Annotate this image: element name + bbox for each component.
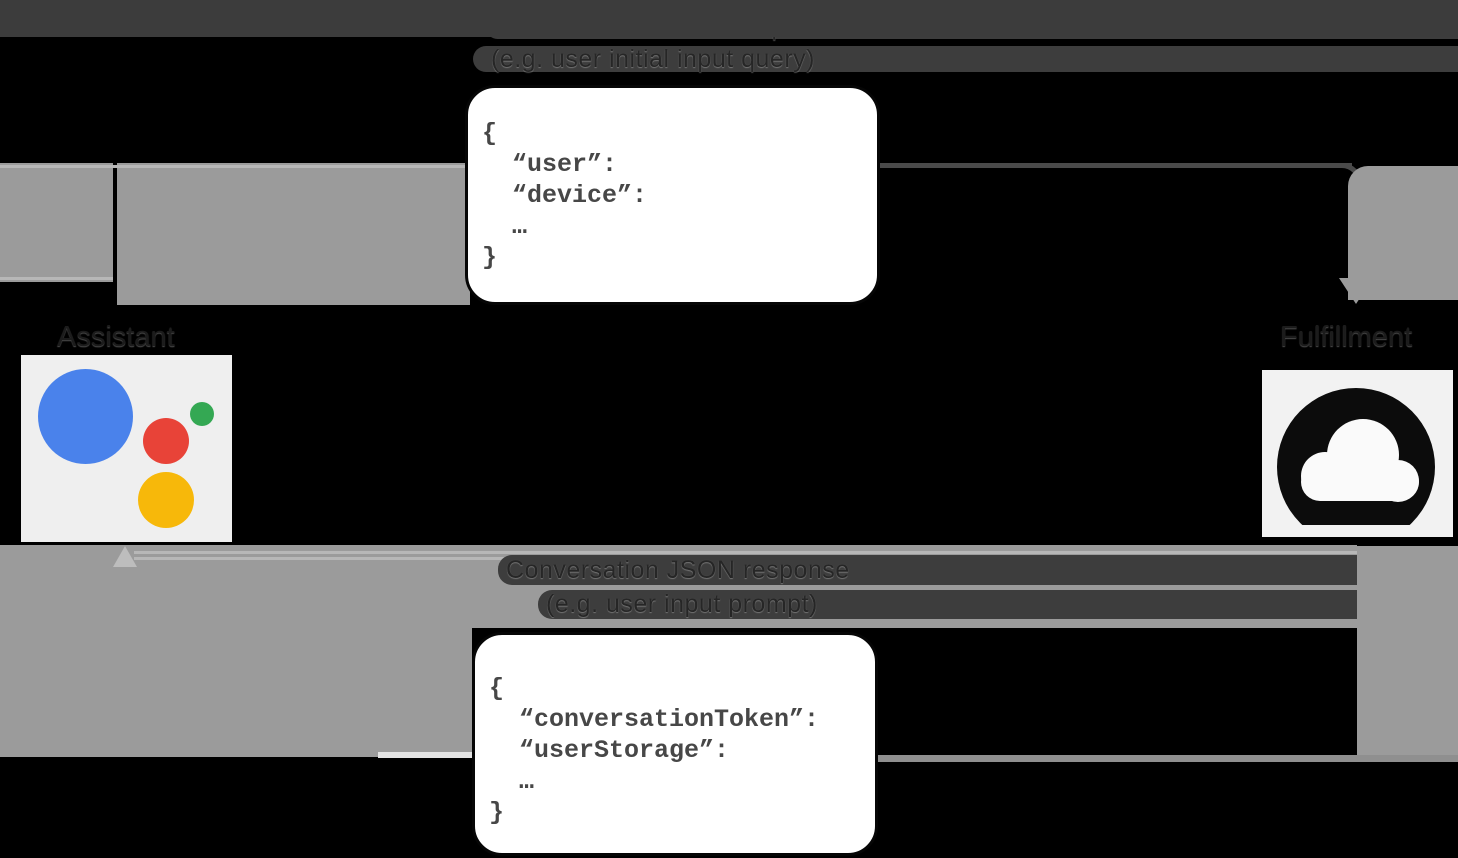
assistant-label: Assistant (57, 321, 175, 353)
response-arrow-bottom-edge-right (878, 755, 1458, 762)
request-title-band-2: (e.g. user initial input query) (473, 44, 1458, 73)
cloud-icon (1277, 388, 1435, 525)
request-code-line: “device”: (512, 181, 648, 210)
response-title-line1: Conversation JSON response (506, 555, 850, 584)
response-code-line: “conversationToken”: (519, 705, 820, 734)
response-code-line: “userStorage”: (519, 736, 730, 765)
request-arrow-highlight-bottom (0, 277, 113, 280)
assistant-blue-circle (38, 369, 133, 464)
assistant-node-box (21, 355, 232, 542)
response-title-line2: (e.g. user input prompt) (546, 590, 818, 618)
request-arrow-segment-mid (117, 163, 470, 305)
request-code-line: } (482, 243, 498, 272)
fulfillment-node-box (1262, 370, 1453, 537)
request-arrow-segment-right (1348, 166, 1458, 300)
assistant-yellow-circle (138, 472, 194, 528)
assistant-green-circle (190, 402, 214, 426)
response-title-band-1: Conversation JSON response (498, 555, 1357, 585)
response-arrowhead-icon (113, 546, 137, 567)
response-code-line: } (489, 798, 505, 827)
request-code-line: { (482, 119, 498, 148)
request-code-line: … (512, 212, 528, 241)
response-code-line: … (519, 767, 535, 796)
response-code-line: { (489, 674, 505, 703)
response-arrow-segment-right (1357, 546, 1458, 762)
request-code-line: “user”: (512, 150, 618, 179)
response-json-callout: { “conversationToken”: “userStorage”: … … (472, 632, 878, 856)
request-arrow-highlight-top (0, 165, 468, 168)
response-title-band-2: (e.g. user input prompt) (538, 590, 1357, 619)
node-label-band (0, 0, 1458, 37)
request-arrow-top-edge (878, 163, 1352, 168)
response-arrow-highlight-1 (134, 551, 1357, 554)
request-title-line2: (e.g. user initial input query) (491, 44, 815, 73)
request-arrowhead-icon (1339, 278, 1373, 304)
response-arrow-segment-left (0, 545, 472, 757)
fulfillment-label: Fulfillment (1280, 321, 1413, 353)
request-json-callout: { “user”: “device”: … } (465, 85, 880, 305)
assistant-red-circle (143, 418, 189, 464)
request-arrow-segment-left (0, 163, 113, 282)
response-arrow-bottom-edge-left (378, 752, 472, 758)
